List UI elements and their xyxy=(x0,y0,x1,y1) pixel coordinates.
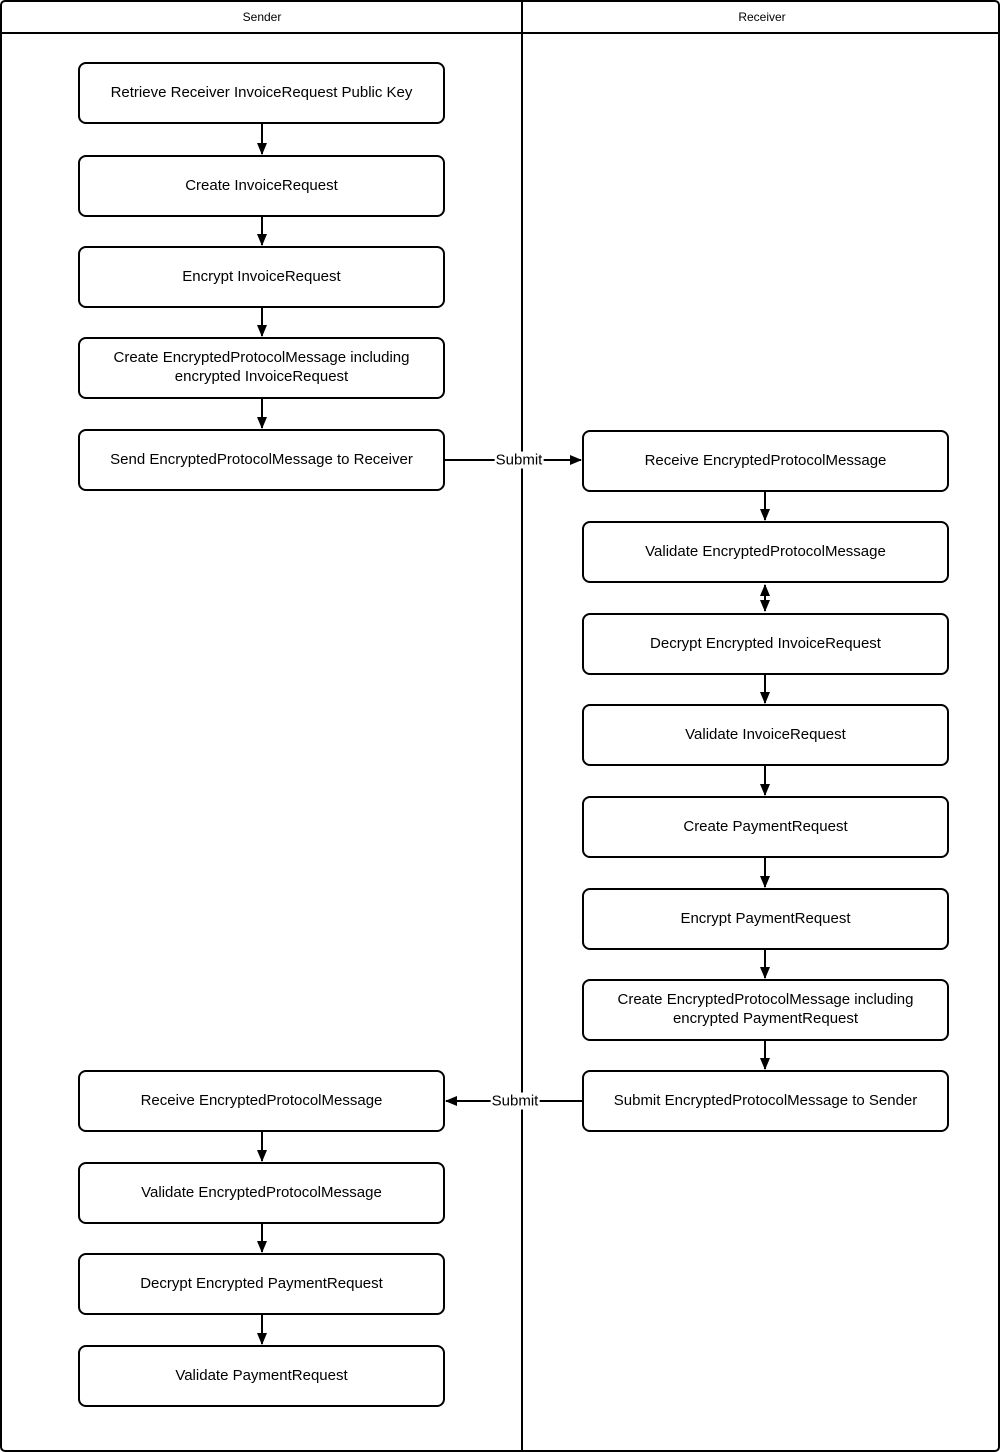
node-submit-encryptedprotocolmessage-to-sender: Submit EncryptedProtocolMessage to Sende… xyxy=(582,1070,949,1132)
node-validate-invoicerequest: Validate InvoiceRequest xyxy=(582,704,949,766)
lane-header-sender: Sender xyxy=(242,10,282,24)
node-encrypt-invoicerequest: Encrypt InvoiceRequest xyxy=(78,246,445,308)
node-receive-encryptedprotocolmessage-sender: Receive EncryptedProtocolMessage xyxy=(78,1070,445,1132)
lane-header-receiver: Receiver xyxy=(738,10,786,24)
node-encrypt-paymentrequest: Encrypt PaymentRequest xyxy=(582,888,949,950)
node-receive-encryptedprotocolmessage-receiver: Receive EncryptedProtocolMessage xyxy=(582,430,949,492)
node-create-encryptedprotocolmessage-paymentrequest: Create EncryptedProtocolMessage includin… xyxy=(582,979,949,1041)
node-create-invoicerequest: Create InvoiceRequest xyxy=(78,155,445,217)
node-validate-paymentrequest: Validate PaymentRequest xyxy=(78,1345,445,1407)
node-decrypt-encrypted-invoicerequest: Decrypt Encrypted InvoiceRequest xyxy=(582,613,949,675)
node-create-encryptedprotocolmessage-invoicerequest: Create EncryptedProtocolMessage includin… xyxy=(78,337,445,399)
node-validate-encryptedprotocolmessage-sender: Validate EncryptedProtocolMessage xyxy=(78,1162,445,1224)
node-retrieve-invoicerequest-public-key: Retrieve Receiver InvoiceRequest Public … xyxy=(78,62,445,124)
connector-label-submit-to-receiver: Submit xyxy=(494,451,544,469)
node-validate-encryptedprotocolmessage-receiver: Validate EncryptedProtocolMessage xyxy=(582,521,949,583)
node-decrypt-encrypted-paymentrequest: Decrypt Encrypted PaymentRequest xyxy=(78,1253,445,1315)
node-create-paymentrequest: Create PaymentRequest xyxy=(582,796,949,858)
connector-label-submit-to-sender: Submit xyxy=(490,1092,540,1110)
node-send-encryptedprotocolmessage-to-receiver: Send EncryptedProtocolMessage to Receive… xyxy=(78,429,445,491)
